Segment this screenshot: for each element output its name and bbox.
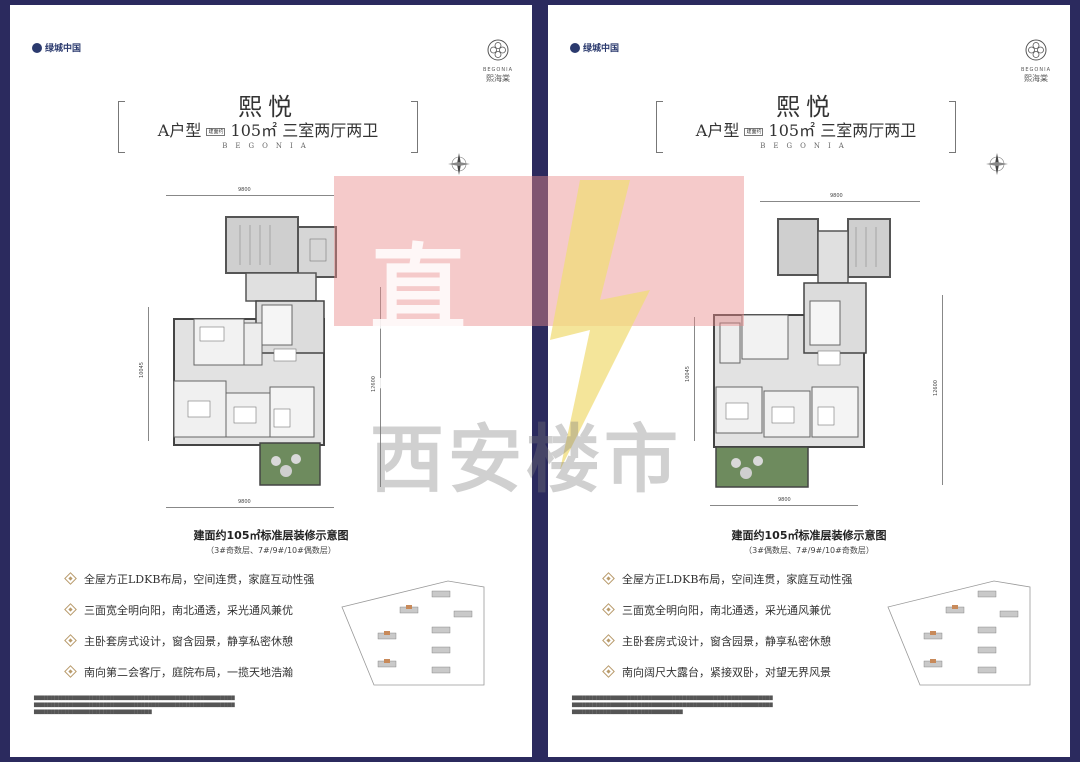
- site-plan-map: [887, 580, 1031, 686]
- diamond-bullet-icon: [64, 634, 77, 647]
- plan-caption: 建面约105㎡标准层装修示意图 （3#偶数层、7#/9#/10#奇数层）: [731, 529, 887, 555]
- compass-icon: [986, 153, 1008, 175]
- greentown-logo-icon: [32, 42, 42, 53]
- developer-logo: 绿城中国: [570, 41, 619, 54]
- dim-top: 9800: [830, 193, 843, 199]
- dim-bottom: 9800: [778, 497, 791, 503]
- dim-left: 10045: [138, 362, 145, 378]
- dim-top: 9800: [238, 187, 251, 193]
- diamond-bullet-icon: [602, 572, 615, 585]
- begonia-flower-icon: [1025, 39, 1047, 61]
- legal-disclaimer: ▇▇▇▇▇▇▇▇▇▇▇▇▇▇▇▇▇▇▇▇▇▇▇▇▇▇▇▇▇▇▇▇▇▇▇▇▇▇▇▇…: [34, 696, 235, 715]
- begonia-flower-icon: [487, 39, 509, 61]
- diamond-bullet-icon: [64, 603, 77, 616]
- unit-spec: A户型 建面约 105㎡ 三室两厅两卫: [695, 121, 917, 140]
- feature-item: 三面宽全明向阳，南北通透，采光通风兼优: [602, 603, 852, 617]
- feature-list: 全屋方正LDKB布局，空间连贯，家庭互动性强 三面宽全明向阳，南北通透，采光通风…: [602, 572, 852, 697]
- developer-logo: 绿城中国: [32, 41, 81, 54]
- feature-item: 全屋方正LDKB布局，空间连贯，家庭互动性强: [64, 572, 314, 586]
- project-logo: BEGONIA 熙海棠: [478, 39, 518, 84]
- unit-title: 熙悦 A户型 建面约 105㎡ 三室两厅两卫 BEGONIA: [118, 93, 418, 153]
- brochure-sheet-left: 绿城中国 BEGONIA 熙海棠 熙悦 A户型 建面约 105㎡ 三室两厅两卫 …: [10, 5, 532, 757]
- diamond-bullet-icon: [602, 665, 615, 678]
- unit-spec: A户型 建面约 105㎡ 三室两厅两卫: [157, 121, 379, 140]
- compass-icon: [448, 153, 470, 175]
- diamond-bullet-icon: [64, 572, 77, 585]
- diamond-bullet-icon: [602, 634, 615, 647]
- diamond-bullet-icon: [602, 603, 615, 616]
- floor-plan-drawing: [713, 218, 891, 488]
- dim-bottom: 9800: [238, 499, 251, 505]
- dim-right: 12600: [932, 380, 939, 396]
- greentown-logo-icon: [570, 42, 580, 53]
- feature-item: 南向阔尺大露台，紧接双卧，对望无界风景: [602, 665, 852, 679]
- feature-item: 南向第二会客厅，庭院布局，一揽天地浩瀚: [64, 665, 314, 679]
- feature-item: 全屋方正LDKB布局，空间连贯，家庭互动性强: [602, 572, 852, 586]
- floor-plan-drawing: [173, 216, 337, 486]
- unit-name: 熙悦: [238, 93, 298, 121]
- plan-caption: 建面约105㎡标准层装修示意图 （3#奇数层、7#/9#/10#偶数层）: [193, 529, 349, 555]
- brochure-sheet-right: 绿城中国 BEGONIA 熙海棠 熙悦 A户型 建面约 105㎡ 三室两厅两卫 …: [548, 5, 1070, 757]
- unit-name: 熙悦: [776, 93, 836, 121]
- feature-item: 主卧套房式设计，窗含园景，静享私密休憩: [64, 634, 314, 648]
- feature-item: 三面宽全明向阳，南北通透，采光通风兼优: [64, 603, 314, 617]
- dim-left: 10045: [684, 366, 691, 382]
- diamond-bullet-icon: [64, 665, 77, 678]
- source-credit: 搜狐号@地产房剑: [884, 733, 1020, 753]
- unit-title: 熙悦 A户型 建面约 105㎡ 三室两厅两卫 BEGONIA: [656, 93, 956, 153]
- feature-item: 主卧套房式设计，窗含园景，静享私密休憩: [602, 634, 852, 648]
- legal-disclaimer: ▇▇▇▇▇▇▇▇▇▇▇▇▇▇▇▇▇▇▇▇▇▇▇▇▇▇▇▇▇▇▇▇▇▇▇▇▇▇▇▇…: [572, 696, 773, 715]
- site-plan-map: [341, 580, 485, 686]
- feature-list: 全屋方正LDKB布局，空间连贯，家庭互动性强 三面宽全明向阳，南北通透，采光通风…: [64, 572, 314, 697]
- project-logo: BEGONIA 熙海棠: [1016, 39, 1056, 84]
